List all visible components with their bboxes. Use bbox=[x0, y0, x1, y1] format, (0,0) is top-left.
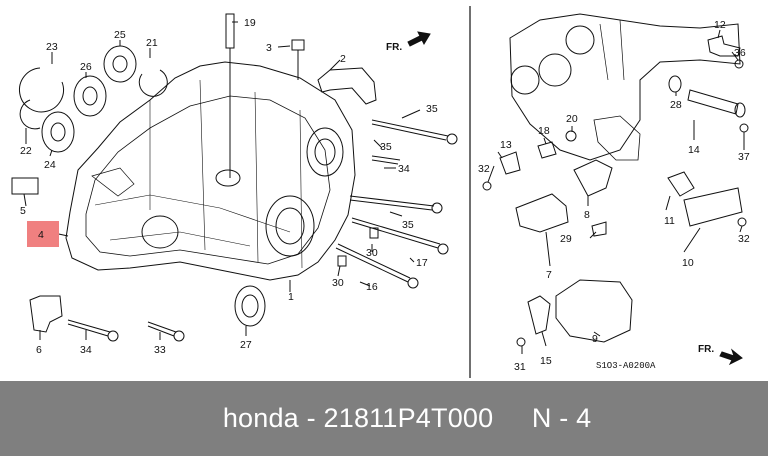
bolt-31 bbox=[516, 337, 526, 347]
callout-22: 22 bbox=[20, 145, 32, 157]
callout-21: 21 bbox=[146, 37, 158, 49]
diagram-lines bbox=[11, 6, 749, 378]
bolts-housing-right bbox=[335, 119, 458, 289]
stud-bolt-19 bbox=[225, 13, 235, 49]
callout-29: 29 bbox=[560, 233, 572, 245]
callout-35-low: 35 bbox=[402, 219, 414, 231]
callout-24: 24 bbox=[44, 159, 56, 171]
callout-31: 31 bbox=[514, 361, 526, 373]
caption-bar: honda - 21811P4T000 N - 4 bbox=[0, 381, 768, 456]
sensor-18 bbox=[537, 141, 557, 159]
callout-4: 4 bbox=[38, 229, 44, 241]
bearing-24 bbox=[41, 111, 75, 153]
circlip-23 bbox=[19, 67, 64, 113]
callout-34-left: 34 bbox=[80, 344, 92, 356]
bearing-25 bbox=[103, 45, 137, 83]
drawing-code: S1O3-A0200A bbox=[596, 361, 656, 371]
callout-35-mid: 35 bbox=[380, 141, 392, 153]
oil-seal-27 bbox=[234, 285, 266, 327]
callout-33: 33 bbox=[154, 344, 166, 356]
callout-2: 2 bbox=[340, 53, 346, 65]
callout-32-left: 32 bbox=[478, 163, 490, 175]
caption-part-number: 21811P4T000 bbox=[323, 403, 494, 433]
caption-brand: honda bbox=[222, 403, 299, 433]
bracket-12 bbox=[707, 35, 741, 57]
callout-30-left: 30 bbox=[332, 277, 344, 289]
callout-8: 8 bbox=[584, 209, 590, 221]
callout-32-right: 32 bbox=[738, 233, 750, 245]
gearbox-housing-right bbox=[509, 13, 741, 161]
part-caption: honda - 21811P4T000 N - 4 bbox=[177, 372, 592, 465]
clip-29 bbox=[591, 221, 607, 237]
bearing-bore-large bbox=[265, 195, 315, 257]
callout-23: 23 bbox=[46, 41, 58, 53]
callout-7: 7 bbox=[546, 269, 552, 281]
callout-36: 36 bbox=[734, 47, 746, 59]
callout-labels: 23 25 21 26 22 24 5 4 6 34 33 27 1 19 3 … bbox=[20, 17, 750, 373]
callout-10: 10 bbox=[682, 257, 694, 269]
callout-12: 12 bbox=[714, 19, 726, 31]
callout-1: 1 bbox=[288, 291, 294, 303]
selected-callout-highlight bbox=[27, 221, 59, 247]
bolt-32a bbox=[482, 181, 492, 191]
bolt-36 bbox=[734, 59, 744, 69]
connector-8 bbox=[573, 159, 613, 197]
front-arrow-1 bbox=[407, 31, 431, 47]
callout-27: 27 bbox=[240, 339, 252, 351]
bolt-32b bbox=[737, 217, 747, 227]
clip-3 bbox=[291, 39, 305, 51]
bearing-26 bbox=[73, 75, 107, 117]
shaft-14 bbox=[687, 89, 739, 115]
o-ring-11 bbox=[667, 171, 695, 197]
bolt-33 bbox=[173, 330, 185, 342]
circlip-21 bbox=[138, 69, 168, 97]
callout-26: 26 bbox=[80, 61, 92, 73]
front-arrow-2 bbox=[719, 348, 743, 366]
callout-16: 16 bbox=[366, 281, 378, 293]
cover-9 bbox=[555, 279, 633, 343]
solenoid-7 bbox=[515, 193, 569, 233]
circlip-22 bbox=[19, 99, 41, 130]
callout-14: 14 bbox=[688, 144, 700, 156]
callout-18: 18 bbox=[538, 125, 550, 137]
callout-28: 28 bbox=[670, 99, 682, 111]
caption-position: N - 4 bbox=[531, 403, 592, 433]
bracket-2 bbox=[317, 67, 377, 105]
bracket-13 bbox=[499, 151, 521, 175]
parts-diagram: 23 25 21 26 22 24 5 4 6 34 33 27 1 19 3 … bbox=[11, 6, 750, 378]
caption-dash: - bbox=[298, 403, 324, 433]
callout-11: 11 bbox=[664, 215, 675, 227]
front-label-2: FR. bbox=[698, 344, 714, 355]
callout-15: 15 bbox=[540, 355, 552, 367]
washer-20 bbox=[565, 130, 577, 142]
callout-25: 25 bbox=[114, 29, 126, 41]
callout-9: 9 bbox=[592, 333, 598, 345]
callout-35-top: 35 bbox=[426, 103, 438, 115]
callout-34-right: 34 bbox=[398, 163, 410, 175]
bracket-15 bbox=[527, 295, 551, 335]
diagram-drawing: 23 25 21 26 22 24 5 4 6 34 33 27 1 19 3 … bbox=[11, 6, 750, 378]
callout-30-right: 30 bbox=[366, 247, 378, 259]
callout-5: 5 bbox=[20, 205, 26, 217]
callout-3: 3 bbox=[266, 42, 272, 54]
bolt-37 bbox=[739, 123, 749, 133]
bolt-34 bbox=[107, 330, 119, 342]
front-label-1: FR. bbox=[386, 42, 402, 53]
callout-20: 20 bbox=[566, 113, 578, 125]
solenoid-10 bbox=[683, 187, 743, 227]
plug-5 bbox=[11, 177, 39, 195]
callout-13: 13 bbox=[500, 139, 512, 151]
callout-6: 6 bbox=[36, 344, 42, 356]
bracket-6 bbox=[29, 295, 63, 333]
callout-19: 19 bbox=[244, 17, 256, 29]
callout-17: 17 bbox=[416, 257, 428, 269]
callout-37: 37 bbox=[738, 151, 750, 163]
o-ring-28 bbox=[668, 75, 682, 93]
caption-gap bbox=[493, 403, 532, 433]
